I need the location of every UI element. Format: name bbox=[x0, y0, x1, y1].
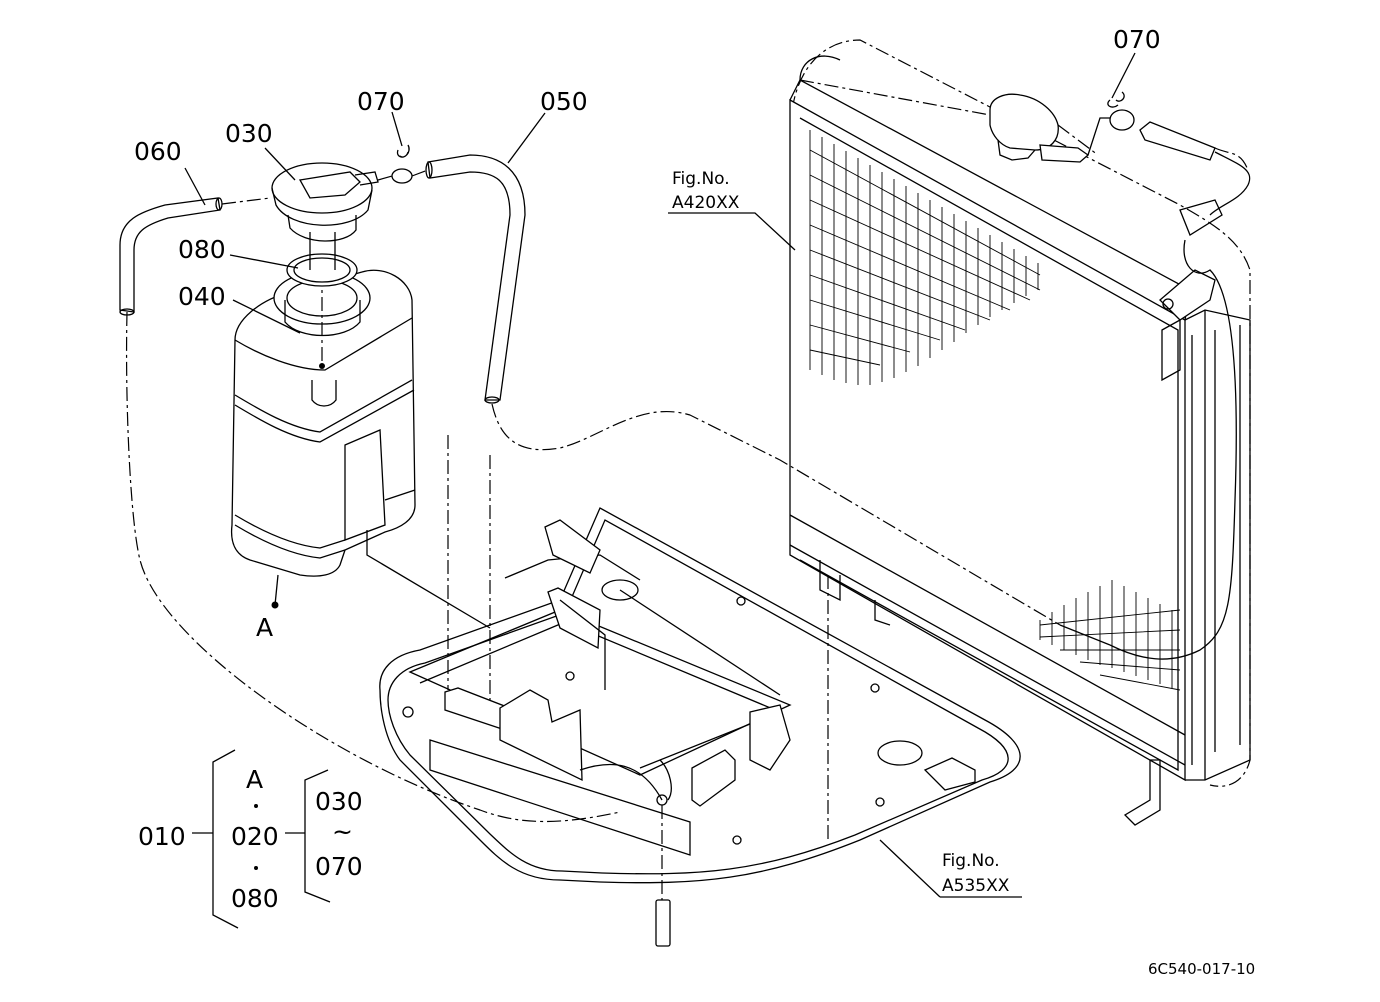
assembly-group1-item-1: 020 bbox=[231, 822, 279, 851]
callout-a: A bbox=[256, 613, 273, 642]
callout-030: 030 bbox=[225, 119, 273, 148]
assembly-group2-to: 070 bbox=[315, 852, 363, 881]
drain-cable bbox=[579, 759, 672, 947]
radiator-cap bbox=[989, 93, 1090, 163]
assembly-parent: 010 bbox=[138, 822, 186, 851]
radiator bbox=[789, 39, 1251, 826]
overflow-hose-050 bbox=[425, 154, 526, 404]
reservoir-tank bbox=[230, 269, 416, 577]
fig-ref-base-line1: Fig.No. bbox=[942, 851, 1000, 871]
assembly-group2-from: 030 bbox=[315, 787, 363, 816]
radiator-core-top bbox=[809, 130, 1041, 385]
drawing-code: 6C540-017-10 bbox=[1148, 960, 1255, 978]
callout-070-left: 070 bbox=[357, 87, 405, 116]
base-plate bbox=[379, 435, 1021, 884]
assembly-group1-item-0: A bbox=[246, 765, 263, 794]
seal-ring bbox=[286, 253, 358, 287]
fig-ref-radiator-line2: A420XX bbox=[672, 193, 740, 213]
fig-ref-base-line2: A535XX bbox=[942, 876, 1010, 896]
connection-lines bbox=[125, 79, 1249, 823]
hose-clip-left bbox=[391, 144, 413, 184]
callout-070-right: 070 bbox=[1113, 25, 1161, 54]
callout-050: 050 bbox=[540, 87, 588, 116]
assembly-group2-tilde: ~ bbox=[332, 817, 353, 846]
fig-ref-radiator-line1: Fig.No. bbox=[672, 169, 730, 189]
callout-060: 060 bbox=[134, 137, 182, 166]
callout-040: 040 bbox=[178, 282, 226, 311]
assembly-group1-item-2: 080 bbox=[231, 884, 279, 913]
overflow-hose-right bbox=[1059, 91, 1251, 660]
assembly-bracket: 010 A 020 080 030 ~ 070 bbox=[138, 749, 363, 929]
callout-080: 080 bbox=[178, 235, 226, 264]
reservoir-cap bbox=[271, 162, 379, 270]
leader-lines bbox=[184, 52, 1136, 898]
